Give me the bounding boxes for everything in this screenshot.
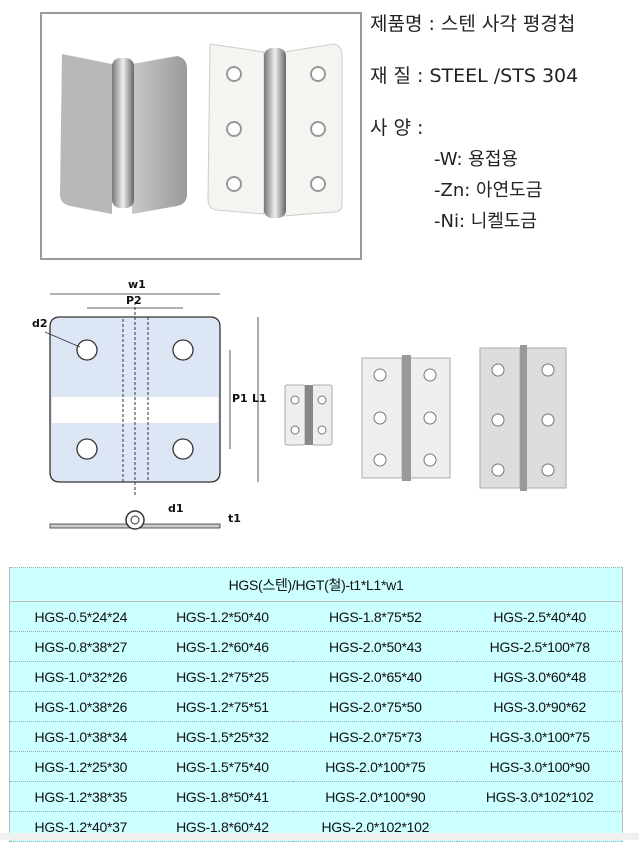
material: 재 질 : STEEL /STS 304 — [370, 65, 579, 87]
model-cell: HGS-1.2*60*46 — [151, 631, 294, 662]
model-cell: HGS-3.0*102*102 — [457, 781, 623, 812]
model-cell: HGS-2.0*65*40 — [293, 661, 458, 692]
model-cell: HGS-1.2*25*30 — [9, 751, 152, 782]
label-p2: P2 — [126, 294, 142, 307]
table-header: HGS(스텐)/HGT(철)-t1*L1*w1 — [9, 567, 623, 602]
spec-panel: 제품명 : 스텐 사각 평경첩 재 질 : STEEL /STS 304 사 양… — [370, 8, 578, 237]
hinge-photos — [284, 345, 567, 491]
model-cell: HGS-1.2*38*35 — [9, 781, 152, 812]
model-cell: HGS-3.0*60*48 — [457, 661, 623, 692]
model-cell: HGS-1.5*25*32 — [151, 721, 294, 752]
hinge-photo — [60, 43, 343, 218]
model-cell: HGS-1.2*75*25 — [151, 661, 294, 692]
model-cell: HGS-1.8*50*41 — [151, 781, 294, 812]
option-zn: -Zn: 아연도금 — [434, 180, 543, 201]
model-cell: HGS-2.0*100*90 — [293, 781, 458, 812]
product-name: 제품명 : 스텐 사각 평경첩 — [370, 13, 576, 35]
model-cell: HGS-2.0*50*43 — [293, 631, 458, 662]
model-cell: HGS-1.2*50*40 — [151, 601, 294, 632]
label-l1: L1 — [252, 392, 267, 405]
model-cell: HGS-1.0*38*26 — [9, 691, 152, 722]
model-cell: HGS-3.0*100*75 — [457, 721, 623, 752]
model-cell: HGS-1.2*75*51 — [151, 691, 294, 722]
model-cell: HGS-2.0*75*73 — [293, 721, 458, 752]
model-cell: HGS-1.0*38*34 — [9, 721, 152, 752]
bottom-bar — [0, 833, 639, 840]
product-photo-box — [40, 12, 362, 260]
model-cell: HGS-2.5*100*78 — [457, 631, 623, 662]
label-d1: d1 — [168, 502, 184, 515]
option-ni: -Ni: 니켈도금 — [434, 211, 537, 232]
model-cell: HGS-1.0*32*26 — [9, 661, 152, 692]
technical-drawing: w1 P2 d2 P1 L1 d1 t1 — [32, 278, 267, 530]
label-t1: t1 — [228, 512, 241, 525]
model-cell: HGS-3.0*90*62 — [457, 691, 623, 722]
label-d2: d2 — [32, 317, 48, 330]
spec-label: 사 양 : — [370, 117, 424, 139]
label-w1: w1 — [128, 278, 146, 291]
model-cell: HGS-0.5*24*24 — [9, 601, 152, 632]
model-cell: HGS-3.0*100*90 — [457, 751, 623, 782]
model-cell: HGS-1.8*75*52 — [293, 601, 458, 632]
model-cell: HGS-2.0*100*75 — [293, 751, 458, 782]
model-cell: HGS-2.5*40*40 — [457, 601, 623, 632]
label-p1: P1 — [232, 392, 248, 405]
model-cell: HGS-0.8*38*27 — [9, 631, 152, 662]
model-cell: HGS-2.0*75*50 — [293, 691, 458, 722]
model-cell: HGS-1.5*75*40 — [151, 751, 294, 782]
option-w: -W: 용접용 — [434, 149, 518, 170]
